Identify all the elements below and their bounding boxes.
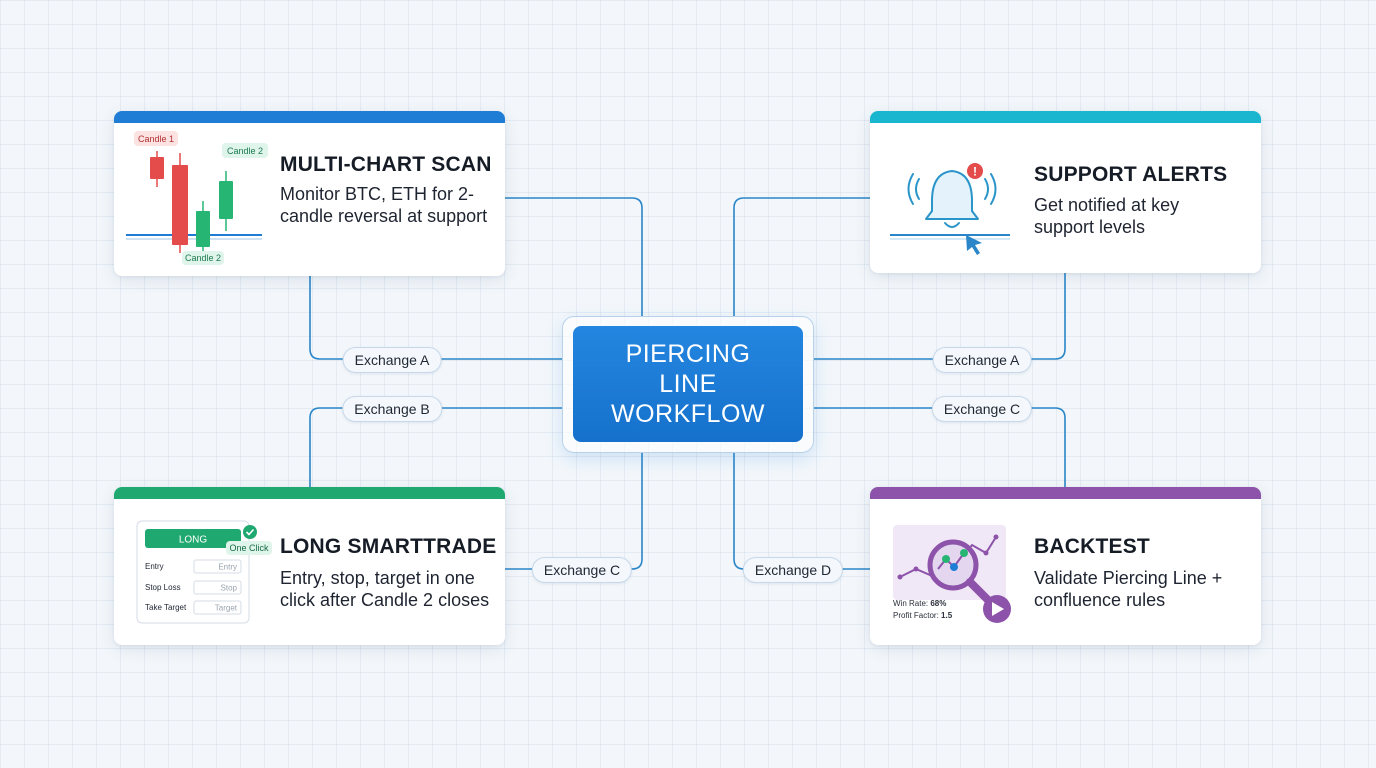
bell-icon xyxy=(907,170,997,228)
exchange-pill-trade-c[interactable]: Exchange C xyxy=(531,557,633,583)
candle-1-label: Candle 1 xyxy=(138,134,174,144)
cursor-icon xyxy=(966,235,982,255)
smarttrade-widget: LONG One Click Entry Entry Stop Loss Sto… xyxy=(136,520,272,624)
entry-label: Entry xyxy=(145,562,164,571)
card-title: MULTI-CHART SCAN xyxy=(280,153,492,176)
card-support-alerts[interactable]: ! SUPPORT ALERTS Get notified at key sup… xyxy=(870,111,1261,273)
connector-backtest-exchange-d xyxy=(733,452,871,570)
card-accent-bar xyxy=(114,487,505,499)
candle-red-small xyxy=(150,157,164,179)
connector-trade-exchange-b xyxy=(309,407,563,488)
exchange-pill-backtest-d[interactable]: Exchange D xyxy=(742,557,844,583)
long-button-label: LONG xyxy=(179,535,208,546)
profit-factor-label: Profit Factor: xyxy=(893,611,939,620)
check-icon xyxy=(243,525,257,539)
stop-placeholder: Stop xyxy=(221,584,238,593)
card-long-smarttrade[interactable]: LONG One Click Entry Entry Stop Loss Sto… xyxy=(114,487,505,645)
card-title: LONG SMARTTRADE xyxy=(280,535,497,558)
candle-green-right xyxy=(219,181,233,219)
profit-factor-value: 1.5 xyxy=(941,611,953,620)
svg-text:!: ! xyxy=(973,165,977,179)
connector-backtest-exchange-c xyxy=(813,407,1066,488)
center-node[interactable]: PIERCING LINE WORKFLOW xyxy=(573,326,803,442)
candle-2-bottom-label: Candle 2 xyxy=(185,253,221,263)
card-description: Get notified at key support levels xyxy=(1034,195,1180,237)
long-button xyxy=(145,529,241,548)
card-title: BACKTEST xyxy=(1034,535,1150,558)
target-placeholder: Target xyxy=(215,604,238,613)
magnifier-icon xyxy=(927,539,992,604)
card-description: Monitor BTC, ETH for 2-candle reversal a… xyxy=(280,184,488,226)
backtest-illustration: Win Rate: 68% Profit Factor: 1.5 xyxy=(893,525,1011,623)
card-multi-chart-scan[interactable]: Candle 1 Candle 2 Candle 2 MULTI-CHART S… xyxy=(114,111,505,276)
svg-text:Win Rate: 68%: Win Rate: 68% xyxy=(893,599,946,608)
card-backtest[interactable]: Win Rate: 68% Profit Factor: 1.5 BACKTES… xyxy=(870,487,1261,645)
connector-alerts-exchange-a xyxy=(813,272,1066,360)
one-click-badge: One Click xyxy=(229,543,269,553)
center-node-title: PIERCING LINE WORKFLOW xyxy=(611,340,765,428)
connector-alerts-top xyxy=(733,197,871,317)
entry-placeholder: Entry xyxy=(218,563,237,572)
svg-text:Profit Factor: 1.5: Profit Factor: 1.5 xyxy=(893,611,953,620)
exchange-pill-backtest-c[interactable]: Exchange C xyxy=(931,396,1033,422)
card-description: Validate Piercing Line + confluence rule… xyxy=(1034,568,1223,610)
card-accent-bar xyxy=(870,111,1261,123)
card-accent-bar xyxy=(114,111,505,123)
win-rate-value: 68% xyxy=(930,599,946,608)
exchange-pill-trade-b[interactable]: Exchange B xyxy=(342,396,442,422)
exchange-pill-scan-a[interactable]: Exchange A xyxy=(342,347,442,373)
exchange-pill-alerts-a[interactable]: Exchange A xyxy=(932,347,1032,373)
connector-scan-top xyxy=(504,197,643,317)
card-accent-bar xyxy=(870,487,1261,499)
alert-badge-icon xyxy=(967,163,983,179)
play-icon xyxy=(983,595,1011,623)
candle-2 xyxy=(196,211,210,247)
stop-loss-label: Stop Loss xyxy=(145,583,181,592)
candle-1 xyxy=(172,165,188,245)
card-title: SUPPORT ALERTS xyxy=(1034,163,1228,186)
win-rate-label: Win Rate: xyxy=(893,599,928,608)
card-description: Entry, stop, target in one click after C… xyxy=(280,568,490,610)
take-target-label: Take Target xyxy=(145,603,187,612)
bell-alert-illustration: ! xyxy=(890,163,1010,255)
candle-2-top-label: Candle 2 xyxy=(227,146,263,156)
connector-scan-exchange-a xyxy=(309,275,563,360)
connector-trade-exchange-c xyxy=(504,452,643,570)
candlestick-illustration: Candle 1 Candle 2 Candle 2 xyxy=(126,131,268,265)
